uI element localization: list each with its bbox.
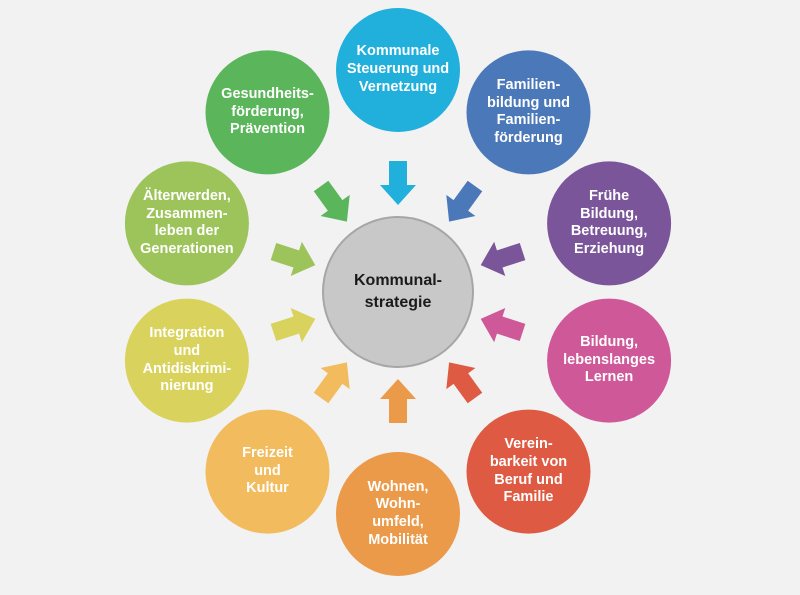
arrow-vereinbarkeit <box>446 362 483 404</box>
node-circle-integration <box>124 298 249 423</box>
node-circle-vereinbarkeit <box>466 409 591 534</box>
node-circle-freizeit <box>205 409 330 534</box>
node-circle-lebenslanges-lernen <box>547 298 672 423</box>
node-circle-steuerung <box>336 8 460 132</box>
node-circle-fruehe-bildung <box>547 161 672 286</box>
arrow-fruehe-bildung <box>480 241 526 277</box>
arrow-gesundheit <box>313 180 350 222</box>
center-circle <box>322 216 474 368</box>
node-circle-familienbildung <box>466 50 591 175</box>
node-circle-wohnen <box>336 452 460 576</box>
node-circle-gesundheit <box>205 50 330 175</box>
arrow-wohnen <box>380 379 416 423</box>
node-circle-generationen <box>124 161 249 286</box>
arrow-freizeit <box>313 362 350 404</box>
arrow-integration <box>270 307 316 343</box>
arrow-generationen <box>270 241 316 277</box>
arrow-familienbildung <box>446 180 483 222</box>
arrow-lebenslanges-lernen <box>480 307 526 343</box>
arrow-steuerung <box>380 161 416 205</box>
